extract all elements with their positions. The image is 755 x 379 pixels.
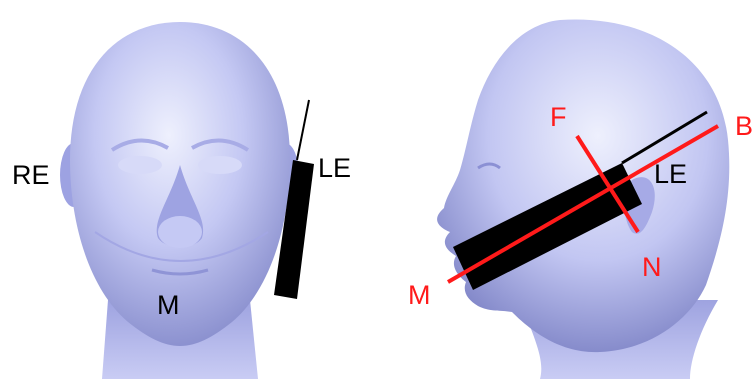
front-chin-line xyxy=(94,231,269,262)
front-view: RE LE M xyxy=(12,22,351,379)
side-axis-front-to-neck xyxy=(575,134,640,234)
front-label-left-ear: LE xyxy=(318,153,351,183)
front-mouth xyxy=(151,268,209,276)
side-view: F B LE N M xyxy=(408,19,753,379)
front-left-eye xyxy=(198,156,242,174)
side-phone-antenna xyxy=(621,110,708,165)
front-label-right-ear: RE xyxy=(12,160,50,190)
side-label-mouth: M xyxy=(408,280,431,310)
side-label-front: F xyxy=(550,102,567,132)
side-eye xyxy=(477,162,501,170)
front-right-eye xyxy=(118,156,162,174)
front-label-mouth: M xyxy=(157,290,180,320)
front-brow xyxy=(110,138,250,152)
side-label-left-ear: LE xyxy=(654,159,687,189)
side-label-neck: N xyxy=(642,252,662,282)
front-phone-antenna xyxy=(296,99,310,161)
side-axis-mouth-to-back xyxy=(446,124,720,284)
front-nose-tip xyxy=(158,216,202,248)
side-label-back: B xyxy=(735,111,753,141)
front-phone-body xyxy=(274,160,314,299)
